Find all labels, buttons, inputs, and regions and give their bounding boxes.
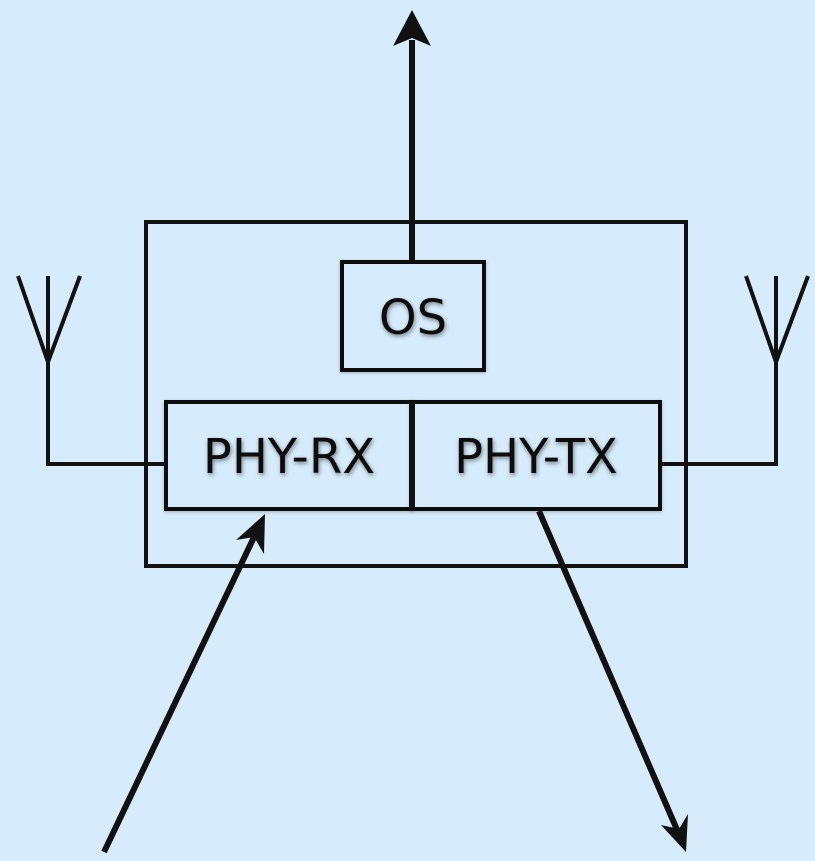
os-output-arrowhead: [393, 10, 431, 46]
antenna-icon: [16, 275, 82, 368]
node-enclosure: [144, 220, 688, 568]
phy-rx-label: PHY-RX: [203, 429, 375, 485]
right-antenna-wire: [660, 362, 778, 466]
phy-rx-block: PHY-RX: [164, 400, 414, 511]
phy-tx-label: PHY-TX: [454, 429, 618, 485]
tx-output-arrow-line: [536, 509, 681, 834]
left-antenna-wire: [46, 362, 166, 466]
rx-input-arrow-line: [101, 533, 258, 854]
os-block: OS: [340, 260, 486, 372]
phy-tx-block: PHY-TX: [410, 400, 662, 511]
rx-input-arrowhead: [236, 514, 265, 554]
tx-output-arrowhead: [661, 814, 688, 852]
os-label: OS: [379, 290, 447, 346]
antenna-icon: [744, 275, 810, 368]
